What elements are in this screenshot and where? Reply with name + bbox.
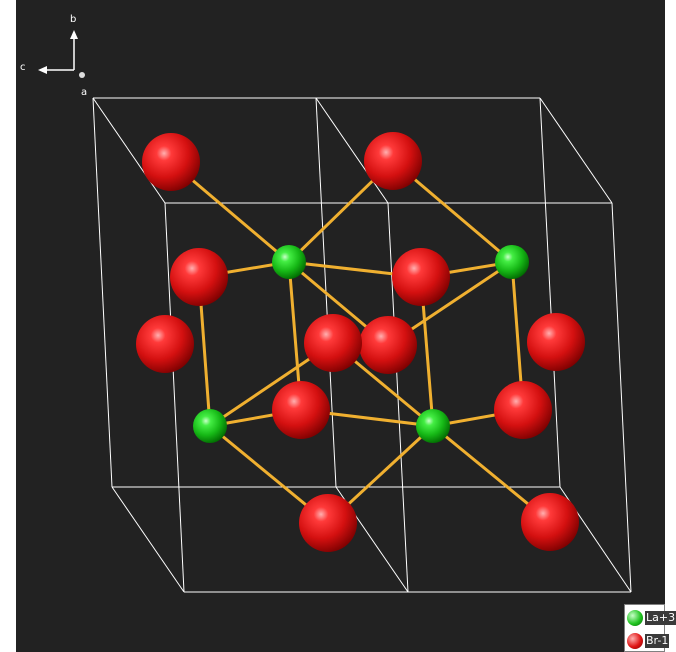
- axis-indicator: [38, 30, 85, 78]
- c-axis-label: c: [20, 62, 26, 73]
- crystal-structure[interactable]: [16, 0, 665, 652]
- c-axis-arrow: [38, 66, 47, 74]
- unit-cell-edges: [92, 97, 632, 593]
- legend-item-br: Br-1: [627, 631, 670, 651]
- legend-label-br: Br-1: [645, 634, 670, 648]
- br-atom[interactable]: [494, 381, 552, 439]
- la-atom[interactable]: [416, 409, 450, 443]
- la-swatch: [627, 610, 643, 626]
- cell-edge: [539, 97, 613, 204]
- br-atom[interactable]: [299, 494, 357, 552]
- br-atom[interactable]: [170, 248, 228, 306]
- cell-edge: [611, 202, 632, 593]
- br-atom[interactable]: [364, 132, 422, 190]
- b-axis-arrow: [70, 30, 78, 39]
- br-atom[interactable]: [359, 316, 417, 374]
- br-atom[interactable]: [527, 313, 585, 371]
- cell-edge: [92, 97, 166, 204]
- br-atom[interactable]: [521, 493, 579, 551]
- cell-edge: [539, 97, 561, 488]
- a-axis-label: a: [81, 87, 88, 98]
- br-swatch: [627, 633, 643, 649]
- br-atom[interactable]: [392, 248, 450, 306]
- legend-label-la: La+3: [645, 611, 676, 625]
- cell-edge: [315, 97, 389, 204]
- structure-viewer[interactable]: b c a La+3 Br-1: [16, 0, 676, 652]
- b-axis-label: b: [70, 14, 77, 25]
- br-atom[interactable]: [304, 314, 362, 372]
- cell-edge: [111, 486, 185, 593]
- atoms: [136, 132, 585, 552]
- la-atom[interactable]: [193, 409, 227, 443]
- element-legend: La+3 Br-1: [624, 604, 676, 652]
- cell-edge: [92, 97, 113, 488]
- la-atom[interactable]: [272, 245, 306, 279]
- cell-edge: [164, 202, 185, 593]
- la-atom[interactable]: [495, 245, 529, 279]
- legend-item-la: La+3: [627, 608, 676, 628]
- br-atom[interactable]: [136, 315, 194, 373]
- br-atom[interactable]: [142, 133, 200, 191]
- a-axis-dot: [79, 72, 85, 78]
- br-atom[interactable]: [272, 381, 330, 439]
